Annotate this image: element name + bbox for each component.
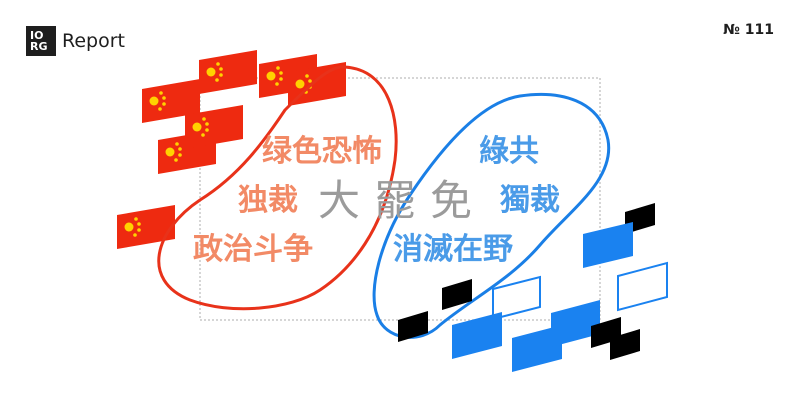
black-rectangle-icon xyxy=(398,311,428,342)
china-flag-icon xyxy=(117,205,175,249)
red-word-green-terror: 绿色恐怖 xyxy=(262,134,382,169)
blue-rectangle-icon xyxy=(512,325,562,372)
rectangle-cluster xyxy=(398,203,668,372)
black-rectangle-icon xyxy=(610,329,640,360)
blue-rectangle-icon xyxy=(583,222,633,268)
blue-loop xyxy=(372,92,611,339)
blue-word-dictatorship: 獨裁 xyxy=(500,183,560,218)
outline-rectangle-icon xyxy=(617,261,668,312)
logo-mark-bottom: RG xyxy=(30,40,48,53)
blue-rectangle-icon xyxy=(452,312,502,359)
red-loop xyxy=(157,65,398,311)
blue-word-green-communist: 綠共 xyxy=(479,134,539,169)
logo: IO RG Report xyxy=(26,26,125,56)
iorg-logo-mark: IO RG xyxy=(26,26,56,56)
red-word-political-struggle: 政治斗争 xyxy=(193,232,313,267)
red-word-dictatorship: 独裁 xyxy=(238,183,298,218)
china-flag-icon xyxy=(199,50,257,94)
black-rectangle-icon xyxy=(442,279,472,310)
outline-rectangle-icon xyxy=(492,275,541,321)
blue-rectangle-icon xyxy=(551,300,600,347)
blue-word-eliminate-opposition: 消滅在野 xyxy=(393,232,513,267)
issue-number: № 111 xyxy=(723,22,774,38)
logo-mark-top: IO xyxy=(30,29,44,42)
center-title: 大罷免 xyxy=(318,176,487,225)
brand-name: Report xyxy=(62,30,125,52)
